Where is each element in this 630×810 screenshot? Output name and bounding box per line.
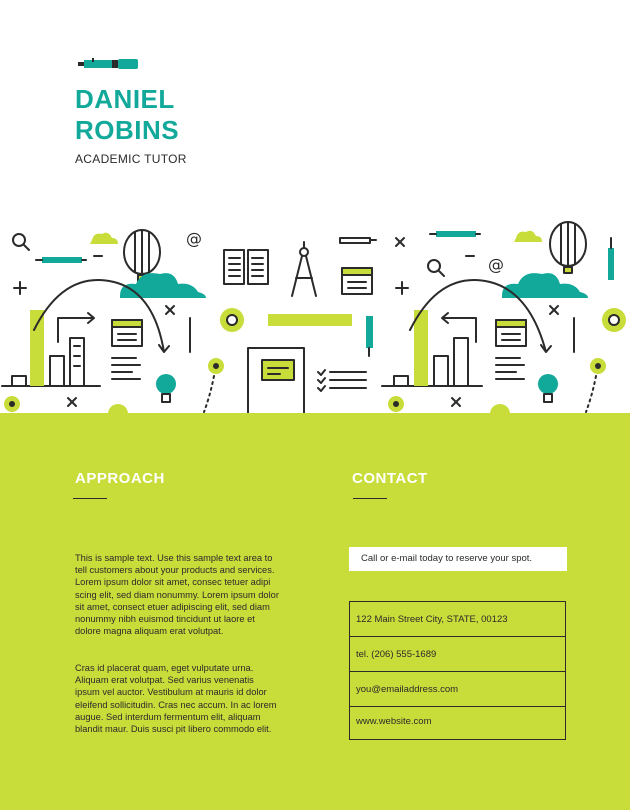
hot-air-balloon-icon <box>549 221 587 274</box>
page-title: DANIEL ROBINS <box>75 84 179 146</box>
calendar-icon <box>495 319 527 347</box>
close-icon <box>451 397 461 407</box>
pen-icon <box>608 237 614 280</box>
lightbulb-icon <box>156 374 176 403</box>
search-icon <box>427 259 445 277</box>
contact-phone: tel. (206) 555-1689 <box>350 637 565 672</box>
cloud-icon <box>90 232 118 244</box>
at-sign-icon: @ <box>186 229 202 248</box>
calendar-icon <box>341 267 373 295</box>
pencil-icon <box>339 237 377 244</box>
plus-icon <box>13 281 27 295</box>
target-icon <box>388 396 404 412</box>
at-sign-icon: @ <box>488 255 504 274</box>
arrow-icon <box>409 279 552 353</box>
approach-paragraph-1: This is sample text. Use this sample tex… <box>75 553 279 637</box>
contact-divider <box>353 498 387 499</box>
close-icon <box>395 237 405 247</box>
contact-address: 122 Main Street City, STATE, 00123 <box>350 602 565 637</box>
pen-icon <box>78 58 138 69</box>
text-lines-icon <box>111 357 141 380</box>
contact-website[interactable]: www.website.com <box>356 716 432 727</box>
contact-details-table: 122 Main Street City, STATE, 00123 tel. … <box>349 601 566 740</box>
open-book-icon <box>223 249 269 285</box>
lightbulb-icon <box>538 374 558 403</box>
plus-icon <box>395 281 409 295</box>
arrow-icon <box>33 279 170 353</box>
search-icon <box>12 233 30 251</box>
info-panel <box>0 413 630 810</box>
gear-icon <box>602 308 626 332</box>
calendar-icon <box>111 319 143 347</box>
checklist-icon <box>317 369 367 392</box>
close-icon <box>549 305 559 315</box>
bar-chart-icon <box>381 310 483 387</box>
pen-icon <box>366 316 373 357</box>
pen-icon <box>429 231 481 237</box>
education-illustration: @ <box>1 221 626 416</box>
job-title: ACADEMIC TUTOR <box>75 152 187 166</box>
target-icon <box>203 358 224 413</box>
contact-email[interactable]: you@emailaddress.com <box>350 672 565 707</box>
name-first: DANIEL <box>75 84 175 114</box>
cloud-icon <box>120 273 206 298</box>
bar-chart-icon <box>1 310 101 387</box>
approach-divider <box>73 498 107 499</box>
text-lines-icon <box>495 357 525 380</box>
name-last: ROBINS <box>75 115 180 145</box>
approach-paragraph-2: Cras id placerat quam, eget vulputate ur… <box>75 663 277 735</box>
contact-heading: CONTACT <box>352 470 428 487</box>
cloud-icon <box>514 230 542 242</box>
pen-icon <box>35 257 87 263</box>
arrow-icon <box>441 312 477 343</box>
gear-icon <box>220 308 244 332</box>
target-icon <box>585 358 606 413</box>
cloud-icon <box>502 273 588 298</box>
contact-call-to-action: Call or e-mail today to reserve your spo… <box>349 547 567 571</box>
arrow-icon <box>57 312 95 343</box>
close-icon <box>165 305 175 315</box>
notebook-icon <box>247 347 305 416</box>
target-icon <box>4 396 20 412</box>
compass-icon <box>291 241 317 297</box>
close-icon <box>67 397 77 407</box>
ruler-icon <box>268 314 352 326</box>
approach-heading: APPROACH <box>75 470 165 487</box>
